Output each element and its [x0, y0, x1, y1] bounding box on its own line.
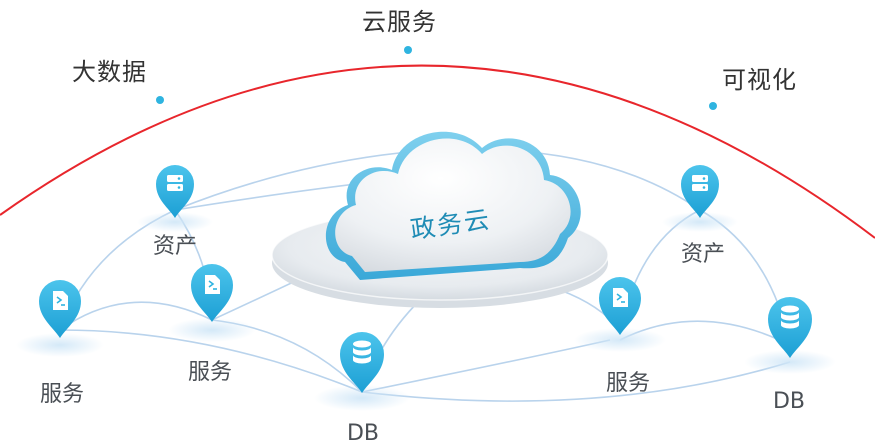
- node-label-service-right: 服务: [605, 371, 651, 396]
- arc-label-visualization: 可视化: [722, 66, 797, 94]
- node-label-service-mid: 服务: [187, 360, 233, 385]
- node-label-asset-left: 资产: [152, 234, 198, 259]
- server-icon: [692, 175, 708, 191]
- arc-label-cloud-service: 云服务: [362, 8, 437, 36]
- arc-label-big-data: 大数据: [72, 58, 147, 86]
- node-label-asset-right: 资产: [680, 242, 726, 267]
- pin-service-mid: [191, 264, 233, 322]
- document-icon: [613, 288, 628, 307]
- pin-service-right: [599, 277, 641, 335]
- node-label-db-right: DB: [772, 389, 806, 414]
- node-label-db-mid: DB: [346, 421, 380, 444]
- server-icon: [167, 175, 183, 191]
- document-icon: [205, 275, 220, 294]
- pin-asset-left: [156, 165, 194, 218]
- arc-dot-big-data: [156, 96, 164, 104]
- database-icon: [353, 340, 371, 364]
- arc-dot-visualization: [709, 102, 717, 110]
- pin-asset-right: [681, 165, 719, 218]
- pin-db-mid: [340, 332, 384, 393]
- pin-db-right: [768, 297, 812, 358]
- document-icon: [53, 291, 68, 310]
- node-label-service-left: 服务: [39, 382, 85, 407]
- pin-service-left: [39, 280, 81, 338]
- database-icon: [781, 305, 799, 329]
- node-ripples: [16, 212, 836, 411]
- outer-arc: [0, 64, 875, 239]
- arc-dot-cloud-service: [404, 46, 412, 54]
- cloud-shape: [325, 131, 581, 280]
